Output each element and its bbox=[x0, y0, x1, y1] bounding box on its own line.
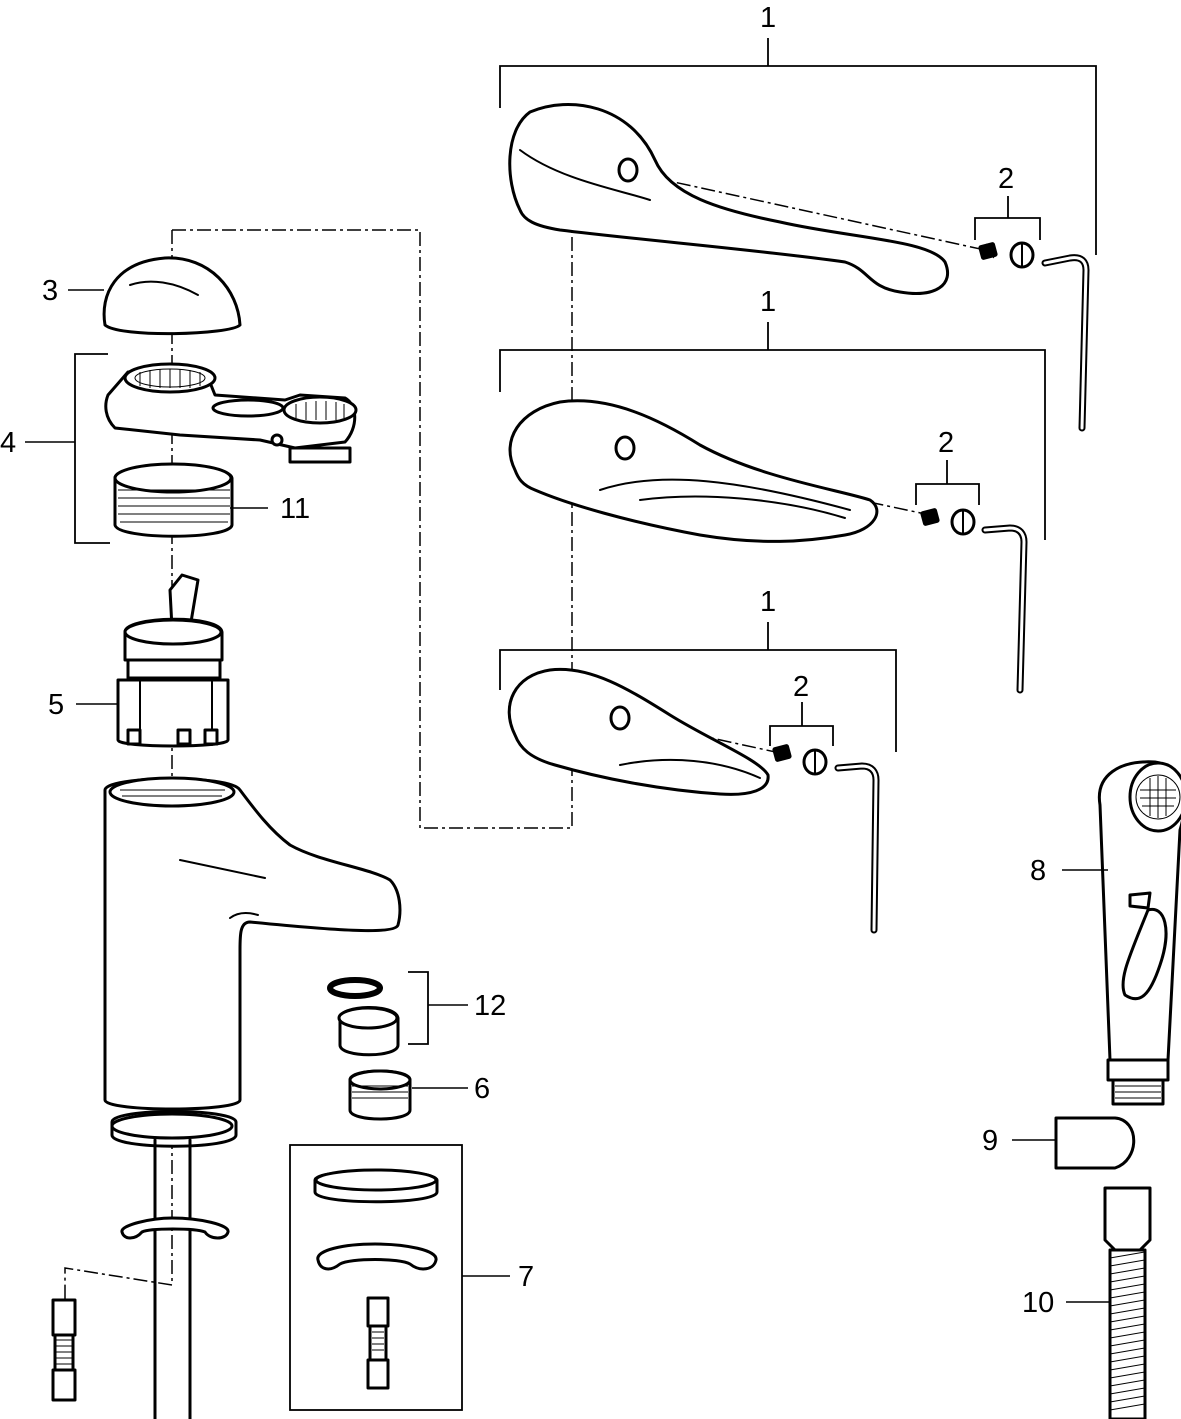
lever-short bbox=[499, 622, 897, 934]
callout-lever-short: 1 bbox=[760, 586, 776, 618]
faucet-body bbox=[103, 776, 402, 1419]
cartridge bbox=[76, 573, 230, 748]
callout-aerator-set: 12 bbox=[474, 990, 506, 1022]
callout-labels: 1 1 1 2 2 2 3 4 11 5 12 6 7 8 9 10 bbox=[0, 2, 1054, 1319]
callout-cap: 3 bbox=[42, 275, 58, 307]
callout-screw-set-long: 2 bbox=[998, 163, 1014, 195]
nut bbox=[113, 462, 268, 538]
callout-screw-set-short: 2 bbox=[793, 671, 809, 703]
callout-lever-long: 1 bbox=[760, 2, 776, 34]
lever-medium bbox=[499, 322, 1046, 694]
aerator-set bbox=[327, 971, 468, 1057]
bracket-assembly bbox=[25, 353, 358, 544]
callout-shower-holder: 9 bbox=[982, 1125, 998, 1157]
lever-long bbox=[499, 38, 1097, 432]
callout-mounting-kit: 7 bbox=[518, 1261, 534, 1293]
callout-bracket-assembly: 4 bbox=[0, 427, 16, 459]
callout-screw-set-medium: 2 bbox=[938, 427, 954, 459]
callout-nut: 11 bbox=[280, 493, 310, 525]
screw-set-medium bbox=[915, 460, 980, 505]
callout-cartridge: 5 bbox=[48, 689, 64, 721]
shower-holder bbox=[1012, 1116, 1136, 1170]
mounting-kit bbox=[289, 1144, 510, 1411]
callout-aerator: 6 bbox=[474, 1073, 490, 1105]
cap bbox=[68, 256, 242, 336]
callout-hand-shower: 8 bbox=[1030, 855, 1046, 887]
threaded-stud bbox=[51, 1298, 77, 1402]
screw-set-long bbox=[974, 196, 1041, 240]
hose bbox=[1066, 1186, 1152, 1419]
screw-set-short bbox=[769, 702, 834, 746]
hand-shower bbox=[1062, 760, 1181, 1106]
aerator bbox=[348, 1069, 468, 1121]
callout-hose: 10 bbox=[1022, 1287, 1054, 1319]
callout-lever-medium: 1 bbox=[760, 286, 776, 318]
